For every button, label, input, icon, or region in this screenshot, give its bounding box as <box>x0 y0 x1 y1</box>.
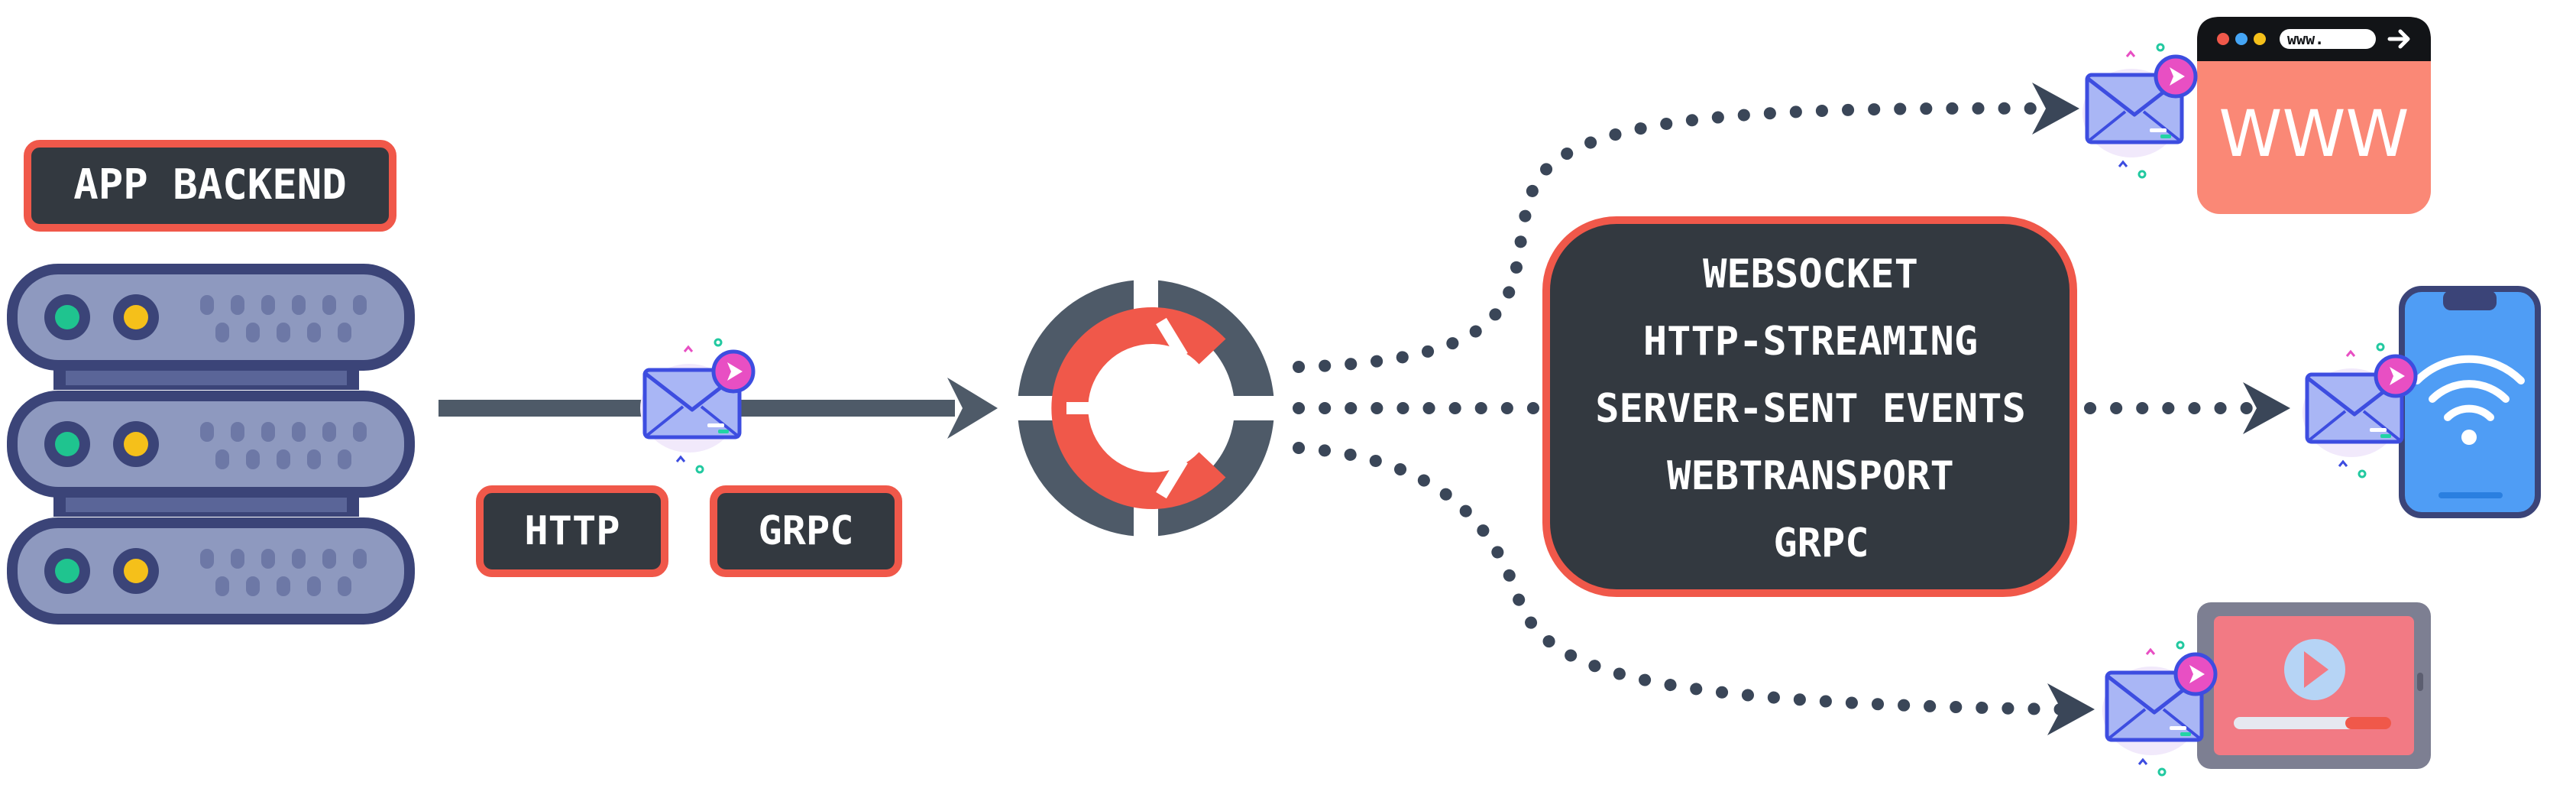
arrow-icon <box>2047 683 2095 735</box>
smartphone-wifi-icon <box>2399 286 2541 518</box>
arrow-icon <box>2243 382 2290 434</box>
server-rack-icon <box>12 269 409 619</box>
arrow-icon <box>947 378 998 439</box>
protocol-label: SERVER-SENT EVENTS <box>1595 386 2026 432</box>
envelope-icon <box>2303 344 2416 477</box>
inbound-protocol-grpc: GRPC <box>710 485 902 577</box>
browser-window-icon: www. WWW <box>2197 17 2431 214</box>
outbound-connections <box>1293 102 2267 715</box>
protocol-label: HTTP <box>524 508 620 554</box>
inbound-protocol-http: HTTP <box>476 485 668 577</box>
video-tablet-icon <box>2197 602 2431 769</box>
protocol-label: WEBTRANSPORT <box>1667 453 1954 499</box>
browser-page-text: WWW <box>2218 96 2409 171</box>
envelope-icon <box>640 339 753 472</box>
app-backend-text: APP BACKEND <box>73 161 347 209</box>
protocol-label: WEBSOCKET <box>1703 251 1918 297</box>
dotted-path-video <box>1293 442 2069 715</box>
protocol-label: GRPC <box>1773 521 1869 566</box>
hub-logo-icon <box>1013 275 1280 543</box>
browser-url: www. <box>2287 30 2324 48</box>
arrow-icon <box>2032 83 2079 135</box>
protocol-label: GRPC <box>758 508 853 554</box>
envelope-icon <box>2082 44 2196 177</box>
app-backend-label: APP BACKEND <box>24 140 396 232</box>
outbound-protocols-box: WEBSOCKET HTTP-STREAMING SERVER-SENT EVE… <box>1542 216 2077 597</box>
protocol-label: HTTP-STREAMING <box>1643 319 1978 365</box>
